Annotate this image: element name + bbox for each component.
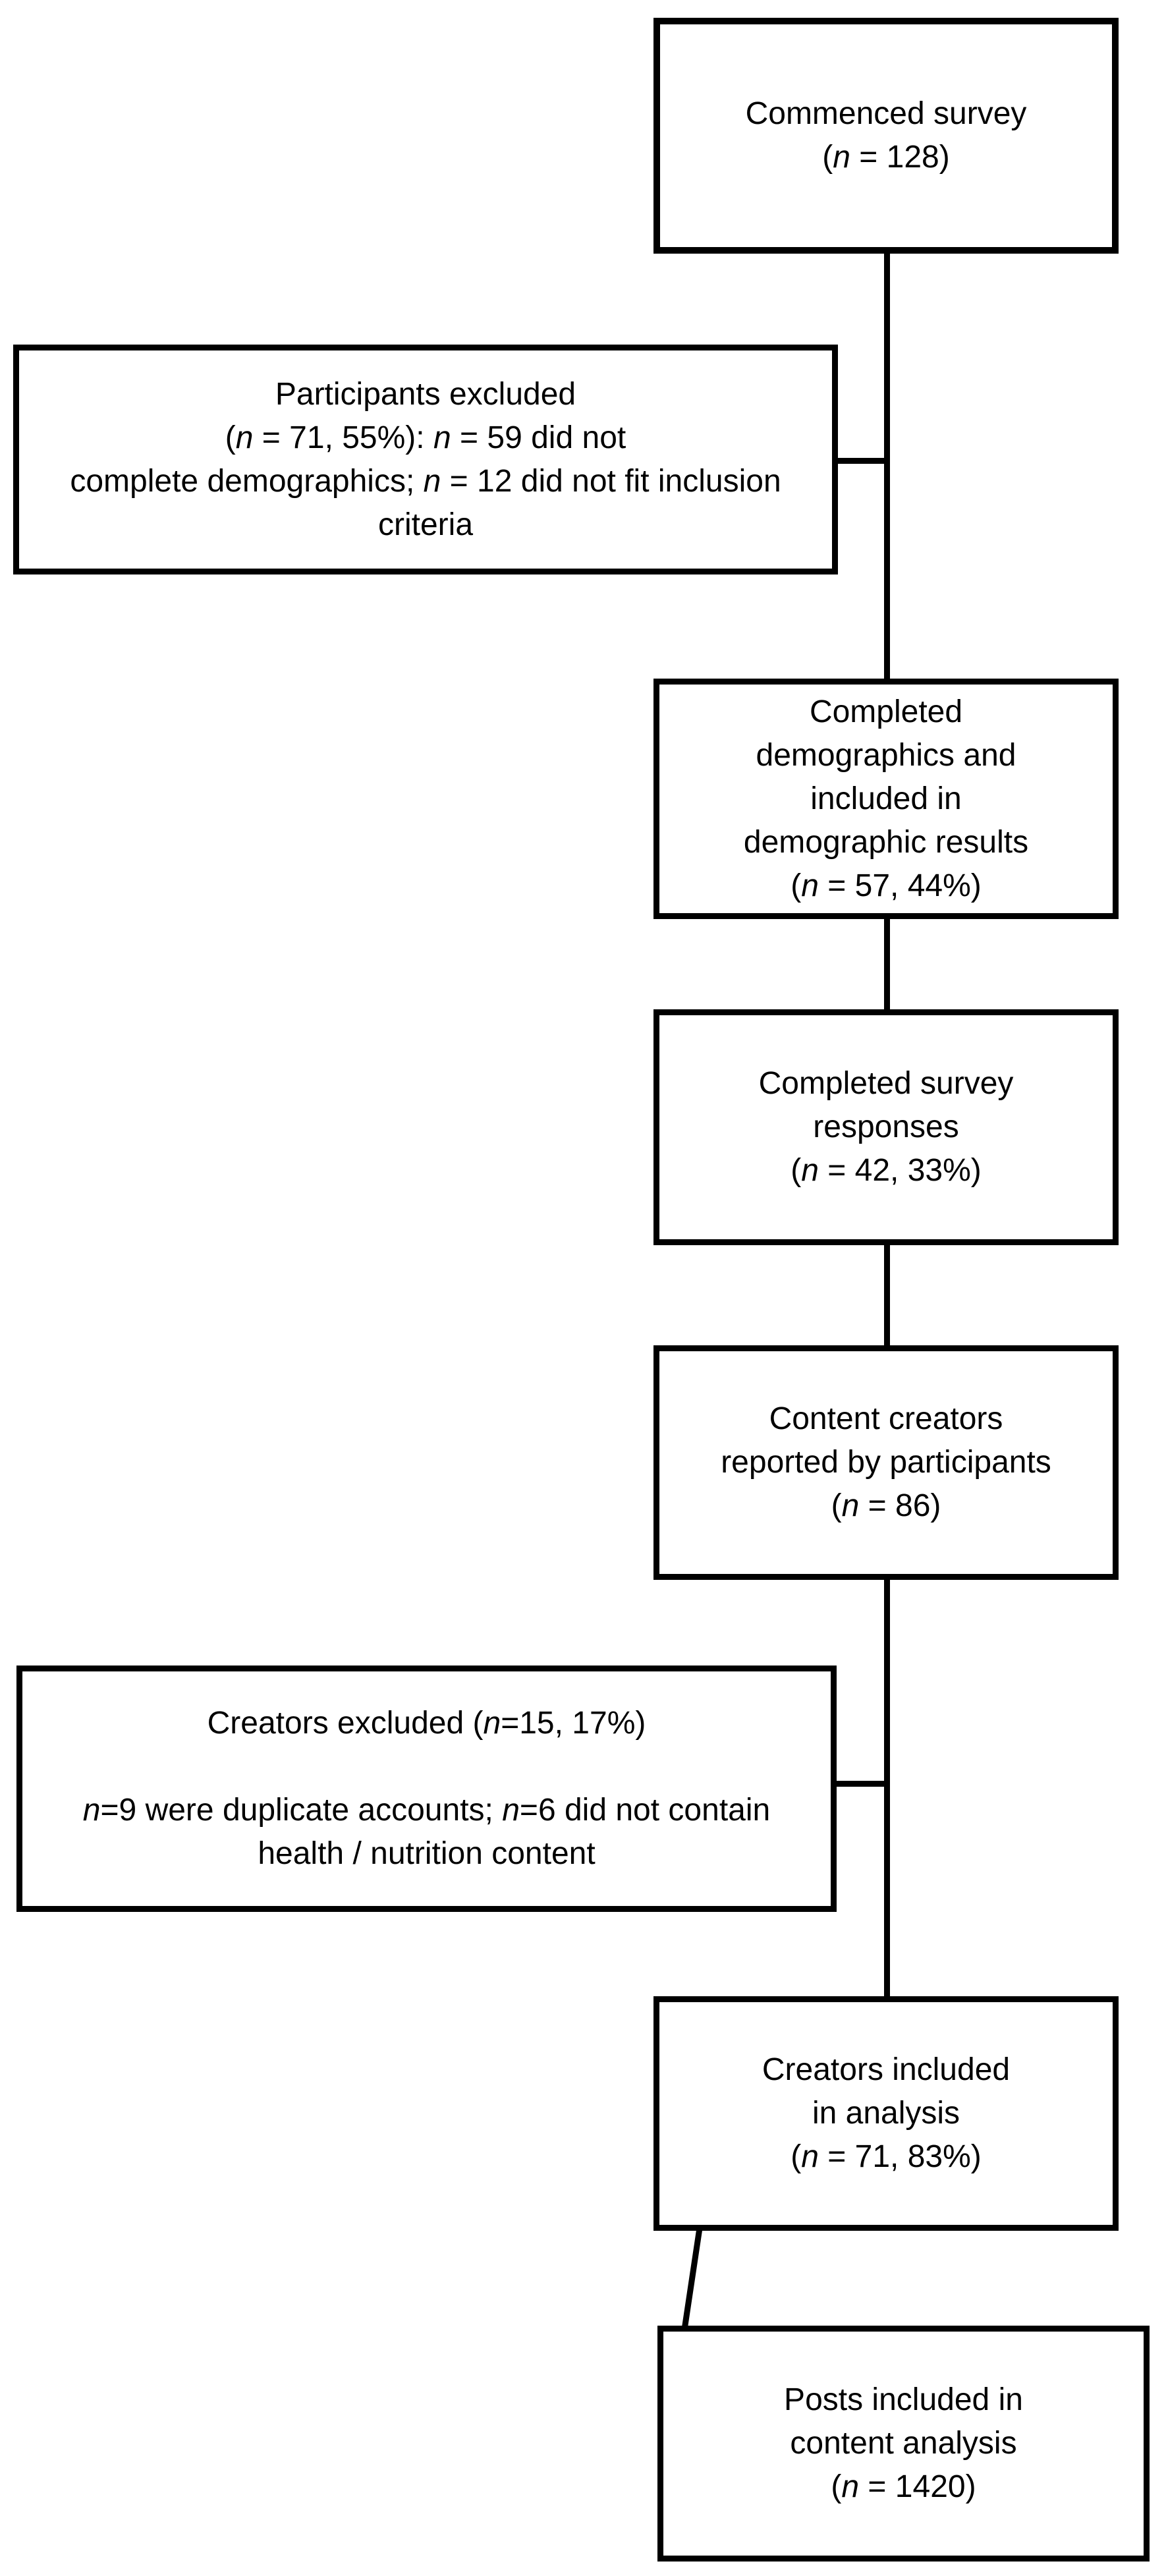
text-segment: responses bbox=[813, 1109, 959, 1144]
text-line: Content creators bbox=[721, 1397, 1051, 1441]
text-segment: criteria bbox=[377, 507, 474, 542]
connector-content-creators-to-creators-included bbox=[884, 1576, 890, 1999]
connector-branch-creators-excluded bbox=[831, 1781, 885, 1787]
text-line: Completed survey bbox=[759, 1062, 1014, 1106]
text-segment: content analysis bbox=[790, 2426, 1017, 2461]
text-line: Creators included bbox=[762, 2048, 1010, 2092]
connector-demographics-to-survey-responses bbox=[884, 914, 890, 1012]
text-line: (n = 71, 55%): n = 59 did not bbox=[70, 416, 781, 460]
text-segment: ( bbox=[225, 420, 236, 455]
text-segment: = 71, 55%): bbox=[253, 420, 433, 455]
text-line: Commenced survey bbox=[746, 92, 1027, 136]
text-segment: Creators excluded ( bbox=[207, 1706, 484, 1741]
text-segment: reported by participants bbox=[721, 1445, 1051, 1480]
text-line: n=9 were duplicate accounts; n=6 did not… bbox=[83, 1789, 770, 1832]
connector-branch-participants-excluded bbox=[833, 458, 885, 464]
text-line: Completed bbox=[744, 690, 1028, 734]
text-segment: included in bbox=[810, 781, 962, 816]
italic-n-segment: n bbox=[235, 420, 254, 455]
box-commenced-survey: Commenced survey (n = 128) bbox=[653, 18, 1119, 254]
text-segment: Creators included bbox=[762, 2052, 1011, 2087]
text-line: included in bbox=[744, 777, 1028, 821]
text-line: (n = 57, 44%) bbox=[744, 864, 1028, 908]
text-segment: = 12 did not fit inclusion bbox=[441, 463, 781, 499]
box-creators-excluded: Creators excluded (n=15, 17%) n=9 were d… bbox=[16, 1666, 837, 1912]
connector-survey-responses-to-content-creators bbox=[884, 1241, 890, 1348]
box-completed-demographics: Completed demographics and included in demo… bbox=[653, 679, 1119, 919]
connector-creators-included-to-posts bbox=[681, 2229, 703, 2328]
italic-n-segment: n bbox=[502, 1793, 520, 1828]
box-commenced-survey-text: Commenced survey (n = 128) bbox=[746, 92, 1027, 179]
box-content-creators-reported: Content creators reported by participants… bbox=[653, 1345, 1119, 1580]
text-segment: demographics and bbox=[756, 737, 1016, 773]
text-line: (n = 86) bbox=[721, 1484, 1051, 1528]
text-segment: =6 did not contain bbox=[519, 1793, 771, 1828]
text-line: (n = 71, 83%) bbox=[762, 2135, 1010, 2179]
text-line: (n = 128) bbox=[746, 136, 1027, 179]
text-line: in analysis bbox=[762, 2092, 1010, 2135]
italic-n-segment: n bbox=[433, 420, 451, 455]
text-segment: Content creators bbox=[769, 1401, 1003, 1436]
box-creators-included: Creators included in analysis (n = 71, 83%… bbox=[653, 1996, 1119, 2231]
italic-n-segment: n bbox=[833, 140, 850, 175]
box-posts-included-text: Posts included in content analysis (n = 14… bbox=[784, 2378, 1023, 2509]
italic-n-segment: n bbox=[801, 868, 819, 903]
text-segment: Commenced survey bbox=[745, 96, 1027, 131]
box-completed-survey-responses: Completed survey responses (n = 42, 33%) bbox=[653, 1009, 1119, 1245]
text-segment: =15, 17%) bbox=[501, 1706, 646, 1741]
text-segment: = 128) bbox=[850, 140, 950, 175]
text-segment: = 42, 33%) bbox=[818, 1153, 982, 1188]
text-segment: ( bbox=[791, 868, 802, 903]
text-segment: in analysis bbox=[812, 2096, 960, 2131]
text-segment: complete demographics; bbox=[70, 463, 424, 499]
box-content-creators-reported-text: Content creators reported by participants… bbox=[721, 1397, 1051, 1528]
italic-n-segment: n bbox=[82, 1793, 101, 1828]
text-segment: Participants excluded bbox=[275, 376, 576, 412]
text-segment: = 86) bbox=[859, 1488, 941, 1523]
box-completed-survey-responses-text: Completed survey responses (n = 42, 33%) bbox=[759, 1062, 1014, 1192]
box-posts-included: Posts included in content analysis (n = 14… bbox=[657, 2326, 1150, 2562]
text-line: complete demographics; n = 12 did not fi… bbox=[70, 460, 781, 503]
text-line: Posts included in bbox=[784, 2378, 1023, 2422]
text-line: demographics and bbox=[744, 734, 1028, 777]
text-segment: ( bbox=[831, 2469, 842, 2504]
text-segment: ( bbox=[831, 1488, 842, 1523]
italic-n-segment: n bbox=[423, 463, 441, 499]
italic-n-segment: n bbox=[801, 2139, 819, 2174]
box-participants-excluded: Participants excluded(n = 71, 55%): n = … bbox=[13, 345, 838, 574]
italic-n-segment: n bbox=[841, 1488, 860, 1523]
text-segment: = 71, 83%) bbox=[818, 2139, 982, 2174]
box-creators-included-text: Creators included in analysis (n = 71, 83%… bbox=[762, 2048, 1010, 2179]
text-line: demographic results bbox=[744, 821, 1028, 864]
text-segment: Completed survey bbox=[758, 1066, 1014, 1101]
text-line: criteria bbox=[70, 503, 781, 547]
text-segment: Completed bbox=[809, 694, 963, 729]
text-segment: demographic results bbox=[743, 824, 1029, 860]
italic-n-segment: n bbox=[801, 1153, 819, 1188]
italic-n-segment: n bbox=[841, 2469, 860, 2504]
text-segment: Posts included in bbox=[784, 2382, 1023, 2417]
text-segment: ( bbox=[791, 2139, 802, 2174]
text-line: health / nutrition content bbox=[83, 1832, 770, 1876]
box-participants-excluded-text: Participants excluded(n = 71, 55%): n = … bbox=[70, 373, 781, 547]
text-segment: ( bbox=[791, 1153, 802, 1188]
connector-commenced-to-demographics bbox=[884, 248, 890, 681]
text-line: (n = 42, 33%) bbox=[759, 1149, 1014, 1192]
text-line: Participants excluded bbox=[70, 373, 781, 416]
text-line: Creators excluded (n=15, 17%) bbox=[83, 1702, 770, 1745]
box-completed-demographics-text: Completed demographics and included in demo… bbox=[744, 690, 1028, 908]
text-segment: =9 were duplicate accounts; bbox=[100, 1793, 503, 1828]
box-creators-excluded-text: Creators excluded (n=15, 17%) n=9 were d… bbox=[83, 1702, 770, 1876]
text-line: (n = 1420) bbox=[784, 2465, 1023, 2509]
text-line: responses bbox=[759, 1106, 1014, 1149]
text-line bbox=[83, 1745, 770, 1789]
text-segment: = 57, 44%) bbox=[818, 868, 982, 903]
text-segment: ( bbox=[822, 140, 833, 175]
text-line: content analysis bbox=[784, 2422, 1023, 2465]
text-line: reported by participants bbox=[721, 1441, 1051, 1484]
text-segment: health / nutrition content bbox=[258, 1836, 596, 1871]
text-segment: = 59 did not bbox=[451, 420, 626, 455]
italic-n-segment: n bbox=[483, 1706, 501, 1741]
text-segment: = 1420) bbox=[859, 2469, 976, 2504]
